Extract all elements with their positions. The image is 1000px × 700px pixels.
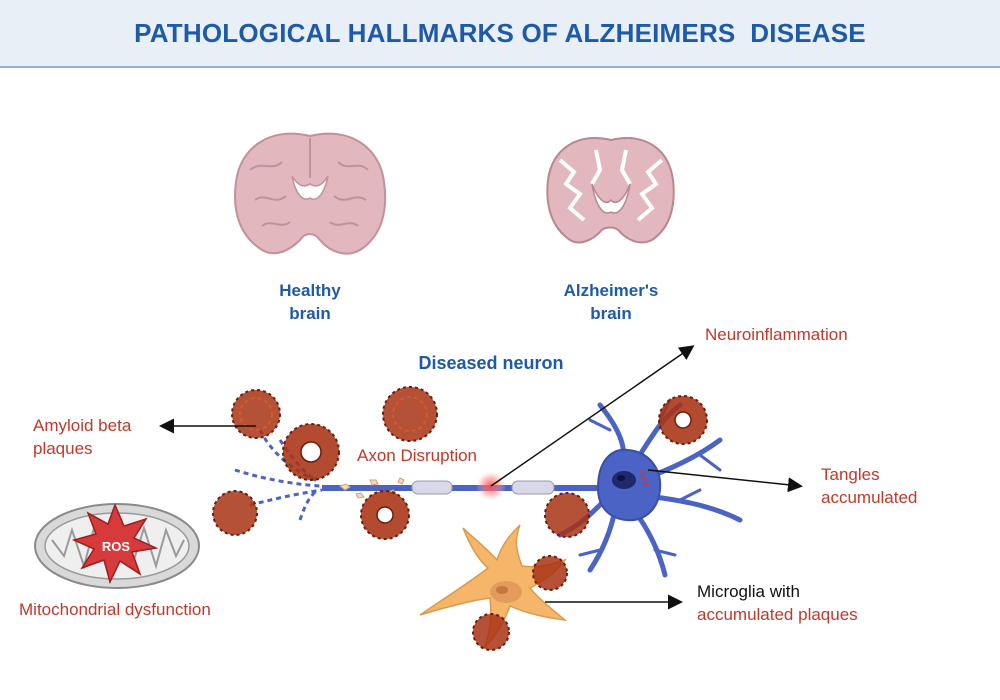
amyloid-plaque	[382, 386, 438, 442]
alzheimers-brain-caption: Alzheimer's brain	[546, 279, 676, 325]
amyloid-plaque	[212, 490, 258, 536]
arrow-to-tangles	[647, 469, 803, 493]
tangles-label: Tangles accumulated	[821, 463, 917, 509]
amyloid-line1: Amyloid beta	[33, 416, 132, 435]
healthy-brain-illustration	[234, 132, 387, 255]
tangles-line1: Tangles	[821, 465, 880, 484]
alzheimers-brain-line2: brain	[590, 304, 632, 323]
title-banner: PATHOLOGICAL HALLMARKS OF ALZHEIMERS DIS…	[0, 0, 1000, 68]
mitochondrion-illustration	[34, 502, 200, 589]
microglia-illustration	[419, 524, 568, 649]
diseased-neuron-heading: Diseased neuron	[418, 353, 564, 373]
amyloid-plaque	[282, 423, 340, 481]
diseased-neuron-illustration	[234, 398, 743, 578]
arrow-to-neuroinflammation	[490, 345, 695, 487]
alzheimers-brain-line1: Alzheimer's	[563, 281, 659, 300]
amyloid-plaque	[360, 490, 410, 540]
axon-disruption-label: Axon Disruption	[357, 446, 478, 465]
amyloid-plaque	[658, 395, 708, 445]
amyloid-plaque	[472, 613, 510, 651]
ros-burst-icon	[71, 502, 159, 585]
amyloid-plaque	[544, 492, 590, 538]
ros-label: ROS	[102, 539, 131, 554]
annotation-arrows	[159, 345, 803, 610]
microglia-label: Microglia with accumulated plaques	[697, 580, 858, 626]
amyloid-line2: plaques	[33, 439, 93, 458]
mitochondrial-dysfunction-label: Mitochondrial dysfunction	[19, 600, 211, 619]
healthy-brain-caption: Healthy brain	[255, 279, 365, 325]
page-title: PATHOLOGICAL HALLMARKS OF ALZHEIMERS DIS…	[134, 17, 866, 48]
healthy-brain-line2: brain	[289, 304, 331, 323]
alzheimers-brain-illustration	[546, 137, 675, 244]
tangles-line2: accumulated	[821, 488, 918, 507]
amyloid-plaques	[212, 386, 708, 651]
amyloid-plaque	[532, 555, 568, 591]
microglia-line1: Microglia with	[697, 582, 800, 601]
amyloid-beta-label: Amyloid beta plaques	[33, 414, 131, 460]
healthy-brain-line1: Healthy	[279, 281, 341, 300]
amyloid-plaque	[231, 389, 281, 439]
microglia-line2: accumulated plaques	[697, 605, 858, 624]
neuroinflammation-label: Neuroinflammation	[705, 325, 848, 344]
